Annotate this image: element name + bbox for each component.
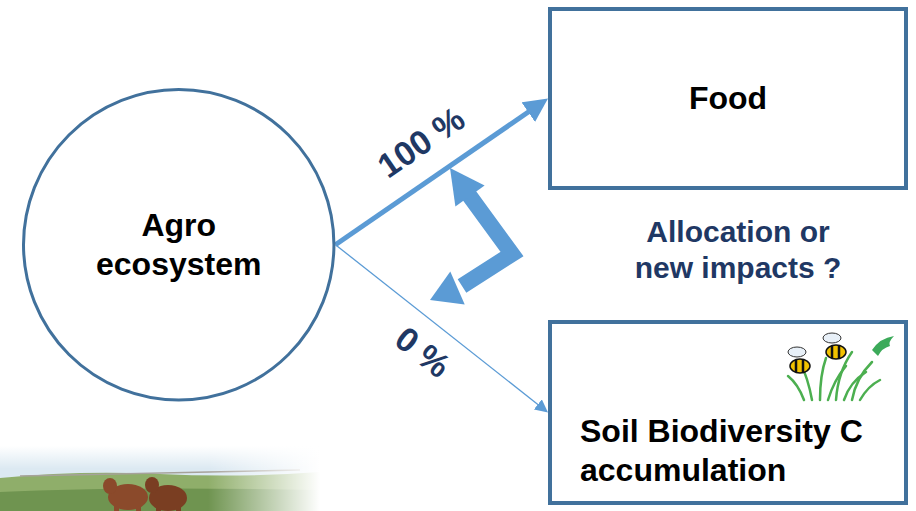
photo-fade bbox=[0, 446, 320, 511]
output-box: Soil Biodiversity C accumulation bbox=[548, 320, 908, 505]
flow-share-label: 0 % bbox=[390, 321, 457, 384]
ecosystem-circle: Agro ecosystem bbox=[22, 88, 335, 401]
node-text: Agro ecosystem bbox=[74, 206, 284, 283]
bee-stripes bbox=[796, 359, 803, 373]
bee-body bbox=[790, 359, 810, 373]
bee-wing bbox=[823, 333, 841, 343]
exchange-arrow-head bbox=[430, 272, 465, 305]
bee-wing bbox=[788, 347, 806, 357]
biodiversity-icon bbox=[788, 333, 894, 400]
grass-blade bbox=[820, 358, 826, 400]
note-label: Allocation or new impacts ? bbox=[618, 214, 858, 286]
bee-stripes bbox=[832, 345, 839, 359]
flow-arrow bbox=[335, 245, 542, 409]
exchange-arrow bbox=[430, 168, 512, 305]
grass-blade bbox=[852, 362, 872, 400]
circle-outline bbox=[22, 88, 335, 401]
photo-sky bbox=[0, 446, 320, 511]
bee bbox=[823, 333, 846, 359]
grass-blade bbox=[860, 380, 880, 400]
photo-fade bbox=[0, 446, 320, 511]
pasture-photo bbox=[0, 446, 320, 511]
bee bbox=[788, 347, 810, 373]
exchange-arrow-shaft bbox=[462, 191, 512, 286]
exchange-arrow-head bbox=[450, 168, 485, 206]
node-text: Food bbox=[689, 79, 767, 117]
bird-figure bbox=[872, 336, 894, 356]
bee-body bbox=[826, 345, 846, 359]
output-box: Food bbox=[548, 7, 908, 190]
grass-blade bbox=[788, 376, 804, 400]
flow-share-label: 100 % bbox=[372, 101, 471, 184]
node-text: Soil Biodiversity C accumulation bbox=[580, 412, 876, 489]
circle-shape bbox=[24, 90, 334, 400]
